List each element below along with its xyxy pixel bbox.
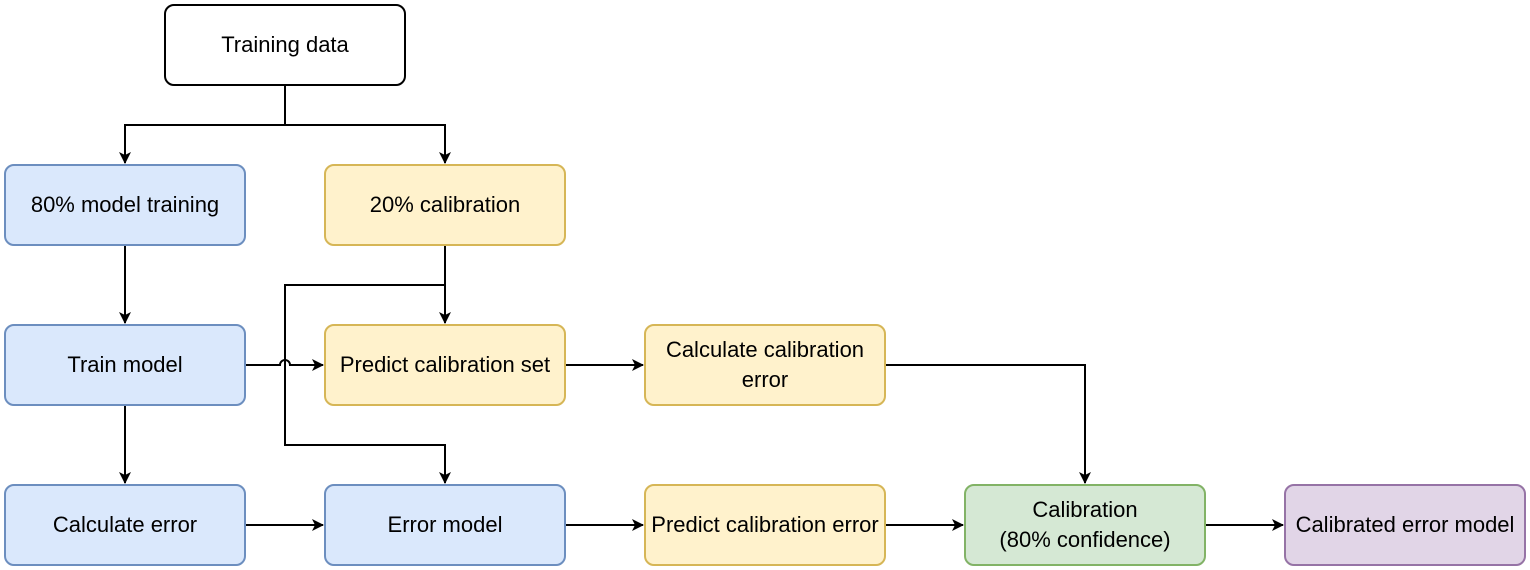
node-error-model: Error model <box>324 484 566 566</box>
node-training-data: Training data <box>164 4 406 86</box>
node-calibrated-error-model: Calibrated error model <box>1284 484 1526 566</box>
edge-calc-cal-to-calibration <box>886 364 1091 484</box>
edge-20-to-error-model <box>284 284 451 484</box>
edge-train-to-predict-set <box>246 359 324 371</box>
node-predict-calibration-set: Predict calibration set <box>324 324 566 406</box>
edge-training-to-80 <box>119 86 286 164</box>
node-train-model: Train model <box>4 324 246 406</box>
node-calculate-calibration-error: Calculate calibration error <box>644 324 886 406</box>
node-calibration-split: 20% calibration <box>324 164 566 246</box>
node-calculate-error: Calculate error <box>4 484 246 566</box>
node-predict-calibration-error: Predict calibration error <box>644 484 886 566</box>
node-calibration: Calibration (80% confidence) <box>964 484 1206 566</box>
edge-training-to-20 <box>285 124 451 164</box>
node-model-training: 80% model training <box>4 164 246 246</box>
